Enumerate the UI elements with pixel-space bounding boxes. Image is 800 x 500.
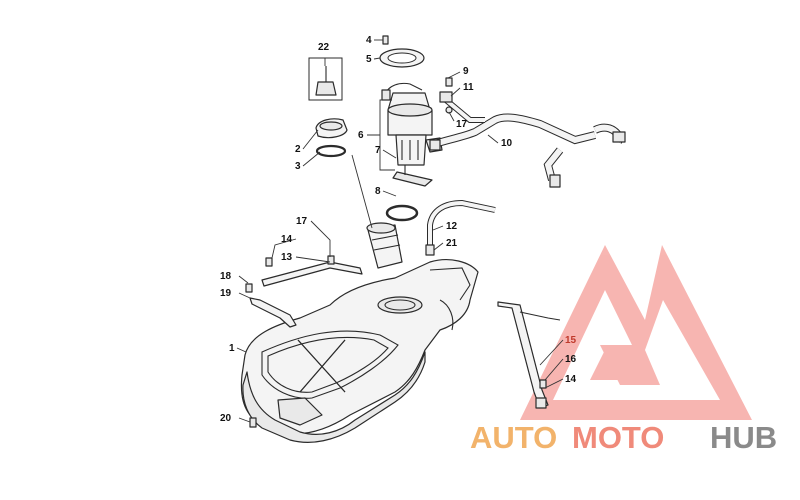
callout-21: 21 (446, 238, 458, 249)
callout-20: 20 (220, 413, 232, 424)
callout-13: 13 (281, 252, 293, 263)
callout-14-right: 14 (565, 374, 577, 385)
callout-17-right: 17 (456, 119, 468, 130)
callouts: 1 2 3 4 5 6 7 8 9 10 11 12 13 14 14 15 1… (220, 35, 577, 424)
callout-5: 5 (366, 54, 372, 65)
callout-17-left: 17 (296, 216, 308, 227)
callout-11: 11 (463, 82, 474, 93)
fuel-cap (315, 118, 348, 139)
callout-15: 15 (565, 335, 577, 346)
callout-14-left: 14 (281, 234, 293, 245)
callout-16: 16 (565, 354, 577, 365)
callout-19: 19 (220, 288, 232, 299)
callout-6: 6 (358, 130, 364, 141)
drain-hose (425, 199, 496, 256)
tank-strap-left (261, 255, 363, 287)
fuel-level-sender (308, 57, 343, 101)
retainer-ring (379, 48, 425, 68)
mount-bolt (249, 417, 257, 428)
callout-4: 4 (366, 35, 372, 46)
automotohub-watermark: AUTO MOTO HUB (470, 420, 777, 455)
vent-hose (429, 113, 626, 188)
cap-seal (315, 144, 347, 158)
bolt (382, 35, 389, 45)
tank-strap-right (497, 301, 561, 409)
tank-strap-front (245, 283, 297, 328)
callout-7: 7 (375, 145, 381, 156)
callout-10: 10 (501, 138, 513, 149)
callout-9: 9 (463, 66, 469, 77)
callout-8: 8 (375, 186, 381, 197)
callout-22: 22 (318, 42, 330, 53)
watermark-auto: AUTO (470, 420, 557, 455)
fuel-pump-assembly (381, 82, 443, 187)
leader-lines (236, 39, 564, 423)
fuel-tank (240, 259, 479, 443)
automotohub-logo (520, 245, 752, 420)
pump-gasket (385, 204, 419, 222)
callout-2: 2 (295, 144, 301, 155)
watermark-hub: HUB (710, 420, 777, 455)
callout-3: 3 (295, 161, 301, 172)
callout-18: 18 (220, 271, 232, 282)
callout-1: 1 (229, 343, 235, 354)
callout-12: 12 (446, 221, 458, 232)
filler-neck (366, 222, 403, 269)
watermark-moto: MOTO (572, 420, 664, 455)
